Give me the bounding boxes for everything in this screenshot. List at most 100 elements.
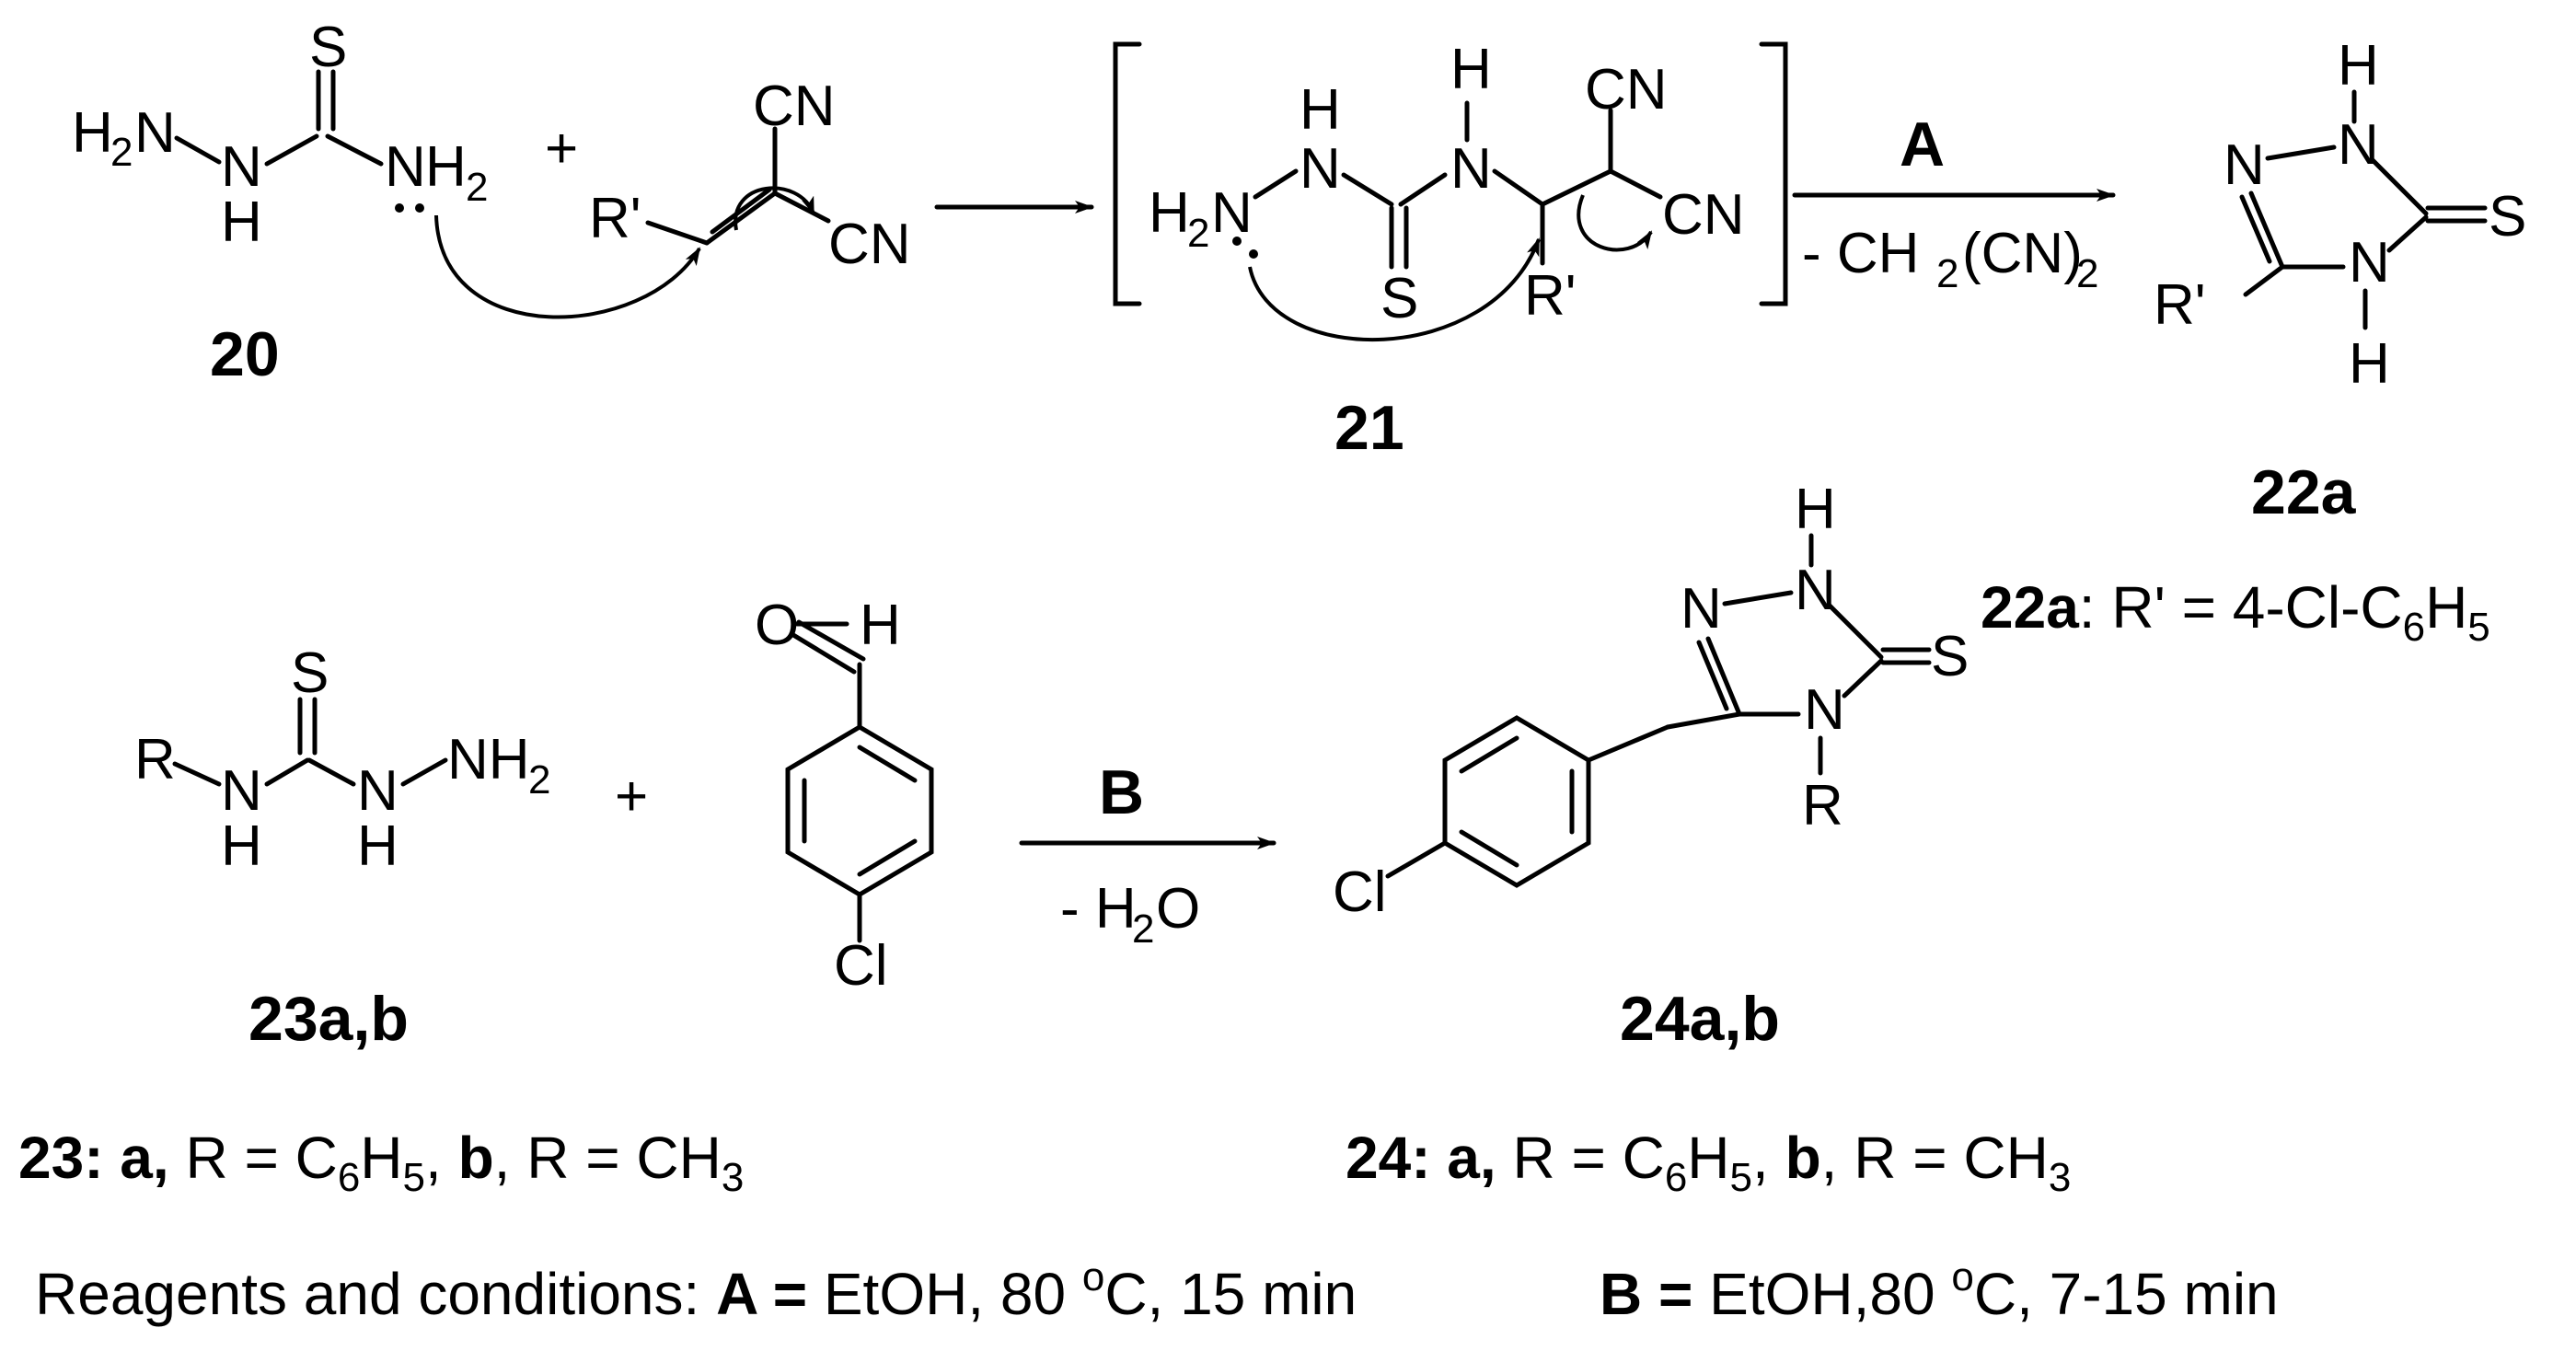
double-bond (1705, 636, 1742, 717)
atom-N: N (2349, 231, 2390, 294)
4-chlorobenzaldehyde: O H Cl (755, 594, 934, 998)
compound-20: H 2 N N H S N H 2 20 (72, 16, 488, 389)
lone-pair-dot (415, 203, 424, 213)
subscript: 2 (466, 165, 488, 210)
subscript: 5 (403, 1155, 425, 1200)
subscript: 2 (1936, 251, 1958, 296)
subscript: 3 (722, 1155, 744, 1200)
bond (1665, 711, 1742, 730)
atom-S: S (291, 641, 329, 705)
bond (1540, 168, 1613, 207)
note-text: , R = CH (494, 1125, 722, 1191)
note-text: , R = CH (1821, 1125, 2049, 1191)
atom-N: N (134, 101, 176, 165)
byproduct-prefix: - CH (1802, 222, 1919, 285)
byproduct-suffix: O (1156, 877, 1200, 941)
double-bond (2248, 191, 2285, 270)
note-24: 24: a, R = C6H5, b, R = CH3 (1346, 1125, 2071, 1200)
byproduct-mid: (CN) (1962, 222, 2083, 285)
atom-S: S (1931, 625, 1969, 688)
conditions-key-B: B = (1600, 1261, 1692, 1327)
note-text: , (1752, 1125, 1785, 1191)
note-line: 23: a, R = C6H5, b, R = CH3 (18, 1125, 744, 1200)
note-text: R = C (169, 1125, 338, 1191)
bond (1253, 168, 1299, 200)
bond (1586, 724, 1670, 763)
bond (1385, 840, 1448, 879)
bond (2265, 144, 2337, 161)
atom-H: H (221, 814, 262, 878)
atom-H2N: H (1149, 181, 1190, 245)
atom-N: N (2224, 133, 2265, 197)
conditions-prefix: Reagents and conditions: (35, 1261, 716, 1327)
atom-H: H (72, 101, 113, 165)
atom-H: H (1450, 38, 1492, 101)
atom-NH2: NH (447, 728, 530, 791)
atom-S: S (309, 16, 347, 79)
bond (1398, 172, 1448, 207)
benzene-ring (785, 724, 934, 897)
double-bond (791, 632, 857, 675)
conditions-key-A: A = (716, 1261, 807, 1327)
reagent-label-B: B (1099, 757, 1144, 827)
arrow-A: A - CH 2 (CN) 2 (1792, 110, 2116, 296)
degree-sup: o (1951, 1254, 1973, 1299)
aromatic-bond (857, 838, 918, 877)
bond (264, 757, 310, 787)
bond (1492, 168, 1545, 207)
electron-arrow (734, 186, 815, 231)
note-23: 23: a, R = C6H5, b, R = CH3 (18, 1125, 744, 1200)
conditions-text: EtOH, 80 (807, 1261, 1082, 1327)
note-bold: 23: a, (18, 1125, 169, 1191)
conditions-text: C, 15 min (1104, 1261, 1357, 1327)
subscript: 2 (1132, 906, 1154, 952)
reaction-conditions: Reagents and conditions: A = EtOH, 80 oC… (35, 1254, 2279, 1327)
bond (174, 135, 222, 165)
atom-R: R (134, 728, 176, 791)
subscript: 2 (528, 757, 550, 803)
atom-N: N (1795, 559, 1836, 622)
bond (264, 133, 319, 167)
subscript: 6 (2403, 605, 2425, 650)
note-bold: 24: a, (1346, 1125, 1496, 1191)
compound-24: Cl H N N S N R 24a,b (1333, 478, 1969, 1054)
compound-label-23: 23a,b (248, 984, 409, 1054)
bond (325, 133, 384, 167)
atom-R-prime: R' (589, 187, 641, 250)
compound-label-20: 20 (210, 319, 280, 389)
electron-arrow (434, 214, 701, 319)
subscript: 2 (1187, 211, 1209, 256)
note-text: R = C (1496, 1125, 1665, 1191)
note-text: H (360, 1125, 402, 1191)
bond (1827, 603, 1884, 660)
atom-Cl: Cl (1333, 860, 1387, 924)
atom-CN: CN (828, 213, 911, 276)
electron-arrow (1577, 194, 1653, 252)
plus-sign: + (615, 765, 648, 828)
double-bond (796, 619, 866, 662)
atom-N: N (1681, 577, 1722, 641)
atom-H: H (1300, 78, 1341, 142)
atom-N: N (1804, 678, 1845, 742)
subscript: 6 (1665, 1155, 1687, 1200)
compound-22a: H N N S N H R' 22a (2154, 34, 2526, 527)
bond (1842, 658, 1884, 699)
atom-H: H (860, 594, 901, 657)
atom-N: N (1450, 137, 1492, 201)
bond (2243, 264, 2285, 297)
atom-R: R (1802, 774, 1843, 837)
benzene-ring (1442, 715, 1591, 888)
aromatic-bond (857, 745, 918, 783)
atom-N: N (221, 135, 262, 199)
bond (1608, 168, 1663, 200)
bond (1722, 590, 1794, 606)
atom-N: N (1211, 181, 1253, 245)
note-text: H (2425, 574, 2467, 641)
bond (1341, 172, 1394, 207)
degree-sup: o (1082, 1254, 1104, 1299)
reagent-label-A: A (1900, 110, 1945, 179)
double-bond (1696, 640, 1729, 711)
aromatic-bond (1459, 829, 1519, 868)
subscript: 2 (110, 130, 133, 175)
